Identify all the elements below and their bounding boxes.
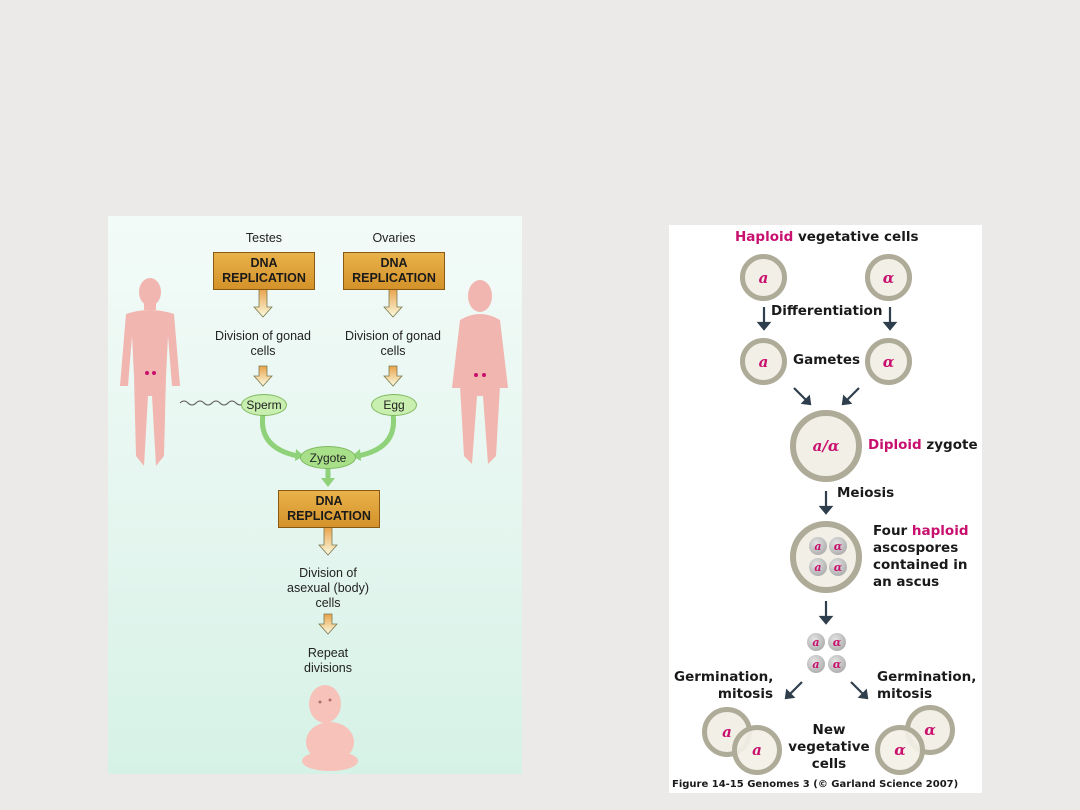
asexual-line1: Division of [299,566,357,580]
diploid-highlight: Diploid [868,437,922,453]
ascospore-alpha: α [829,537,847,555]
arrow-down-icon [818,615,834,625]
arrow-down-icon [318,613,338,635]
dna-box-line2: REPLICATION [352,271,436,285]
title-rest: vegetative cells [793,229,919,245]
germination-right-label: Germination, mitosis [877,669,976,703]
new-line2: vegetative [788,739,870,755]
sperm-tail-icon [179,400,253,406]
gonad-division-label-ovaries: Division of gonad cells [333,329,453,359]
germ-right-line2: mitosis [877,686,933,702]
left-diagram-graphics [120,278,508,771]
germ-right-line1: Germination, [877,669,977,685]
germ-left-line2: mitosis [717,686,773,702]
gamete-cell-alpha: α [865,338,912,385]
asexual-line2: asexual (body) [287,581,369,595]
gamete-cell-a: a [740,338,787,385]
testes-label: Testes [245,231,283,245]
right-diagram-arrows [756,307,898,700]
gonad-div-line2: cells [380,344,406,358]
arrow-down-icon [253,288,273,318]
dna-box-line2: REPLICATION [287,509,371,523]
new-cell-alpha-2: α [875,725,925,775]
differentiation-label: Differentiation [771,303,883,319]
figure-caption: Figure 14-15 Genomes 3 (© Garland Scienc… [672,779,959,790]
arrow-diag-icon [784,688,796,700]
human-reproduction-diagram: Testes Ovaries DNA REPLICATION DNA REPLI… [108,216,522,774]
repeat-line2: divisions [304,661,352,675]
new-vegetative-label: New vegetative cells [787,722,871,773]
arrow-down-icon [882,321,898,331]
sperm-to-zygote-arrow [259,413,299,459]
egg-oval: Egg [371,394,417,416]
gonad-division-label-testes: Division of gonad cells [203,329,323,359]
gametes-label: Gametes [793,352,861,368]
ascospores-line2: ascospores [873,540,959,556]
dna-box-line1: DNA [315,494,343,508]
zygote-oval: Zygote [300,446,356,469]
four-prefix: Four [873,523,912,539]
female-body-icon [452,280,508,464]
male-body-icon [120,278,180,466]
ascospores-label: Four haploid ascospores contained in an … [873,523,969,591]
new-cell-a-2: a [732,725,782,775]
ovaries-label: Ovaries [372,231,416,245]
meiosis-label: Meiosis [837,485,895,501]
ascospores-line3: contained in [873,557,968,573]
germ-left-line1: Germination, [674,669,774,685]
ascospore-a: a [809,558,827,576]
ascospore-alpha: α [829,558,847,576]
repeat-line1: Repeat [307,646,349,660]
free-spore-a: a [807,655,825,673]
haploid-title: Haploid vegetative cells [735,229,919,246]
arrow-diag-icon [841,394,853,406]
ascus-cell [790,521,862,593]
ascospores-line4: an ascus [873,574,940,590]
sperm-oval: Sperm [241,394,287,416]
repeat-divisions-label: Repeat divisions [268,646,388,676]
germination-left-label: Germination, mitosis [674,669,773,703]
gonad-div-line1: Division of gonad [215,329,311,343]
diploid-rest: zygote [921,437,978,453]
dna-replication-box-ovaries: DNA REPLICATION [343,252,445,290]
arrow-down-icon [318,526,338,556]
arrow-diag-icon [857,688,869,700]
egg-to-zygote-arrow [357,413,397,459]
asexual-line3: cells [315,596,341,610]
arrow-down-icon [383,288,403,318]
haploid-highlight: Haploid [735,229,794,245]
free-spore-alpha: α [828,655,846,673]
arrow-down-icon [756,321,772,331]
arrow-down-icon [818,505,834,515]
dna-replication-box-zygote: DNA REPLICATION [278,490,380,528]
haploid-cell-a: a [740,254,787,301]
dna-box-line1: DNA [380,256,408,270]
haploid-highlight-2: haploid [911,523,969,539]
dna-box-line1: DNA [250,256,278,270]
haploid-cell-alpha: α [865,254,912,301]
new-line1: New [812,722,846,738]
male-gonads-icon [145,371,156,375]
free-spore-alpha: α [828,633,846,651]
arrow-diag-icon [800,394,812,406]
arrow-down-icon [383,365,403,387]
ascospore-a: a [809,537,827,555]
dna-box-line2: REPLICATION [222,271,306,285]
asexual-division-label: Division of asexual (body) cells [268,566,388,611]
diploid-zygote-label: Diploid zygote [868,437,978,454]
female-gonads-icon [474,373,486,377]
new-line3: cells [811,756,847,772]
gonad-div-line1: Division of gonad [345,329,441,343]
free-spore-a: a [807,633,825,651]
gonad-div-line2: cells [250,344,276,358]
arrow-down-icon [253,365,273,387]
diploid-zygote-cell: a/α [790,410,862,482]
dna-replication-box-testes: DNA REPLICATION [213,252,315,290]
baby-icon [302,685,358,771]
yeast-life-cycle-diagram: Haploid vegetative cells a α Differentia… [669,225,982,793]
